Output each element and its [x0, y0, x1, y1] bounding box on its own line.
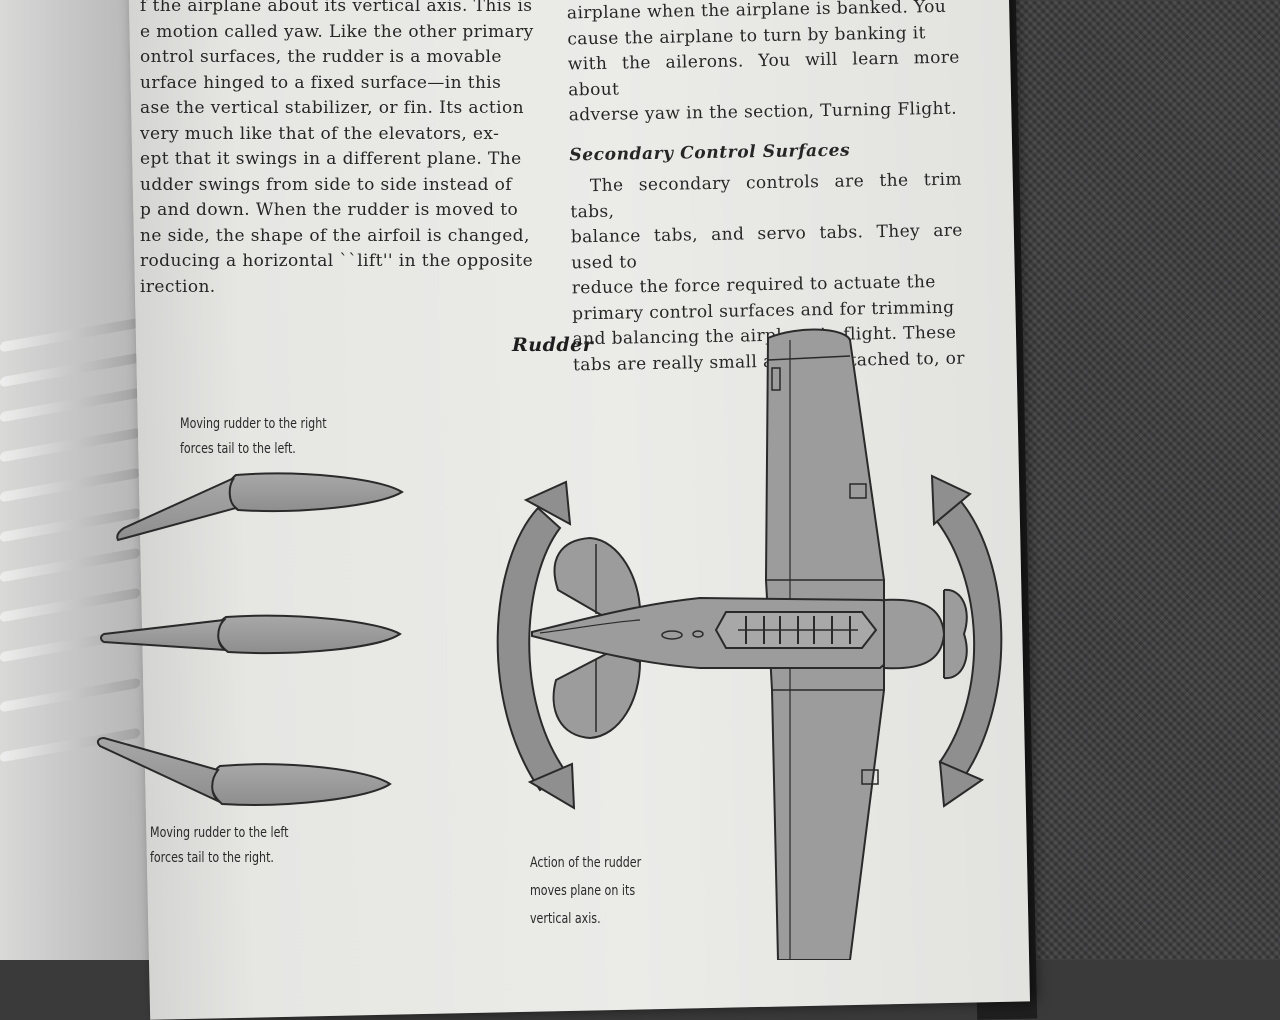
right-curved-arrow: [930, 474, 1003, 808]
text-line: ontrol surfaces, the rudder is a movable: [140, 47, 502, 67]
caption-line: forces tail to the right.: [150, 850, 274, 866]
caption-line: moves plane on its: [530, 883, 636, 899]
airplane-top-view: [531, 328, 968, 960]
text-line: ne side, the shape of the airfoil is cha…: [140, 225, 530, 246]
text-line: very much like that of the elevators, ex…: [140, 123, 500, 144]
caption-line: Moving rudder to the left: [150, 825, 289, 841]
text-line: p and down. When the rudder is moved to: [140, 200, 519, 220]
caption-action: Action of the rudder moves plane on its …: [530, 849, 700, 933]
text-line: e motion called yaw. Like the other prim…: [140, 21, 534, 42]
left-curved-arrow: [496, 480, 576, 810]
text-line: udder swings from side to side instead o…: [140, 174, 512, 195]
text-line: f the airplane about its vertical axis. …: [140, 0, 533, 16]
left-text-column: f the airplane about its vertical axis. …: [140, 0, 535, 300]
text-line: urface hinged to a fixed surface—in this: [140, 72, 502, 93]
caption-line: vertical axis.: [530, 911, 601, 927]
caption-line: Moving rudder to the right: [180, 416, 327, 432]
text-line: ase the vertical stabilizer, or fin. Its…: [140, 98, 524, 118]
caption-rudder-right: Moving rudder to the right forces tail t…: [180, 412, 384, 462]
airfoil-rudder-left: [96, 736, 392, 806]
text-line: irection.: [140, 276, 216, 297]
text-line: roducing a horizontal ``lift'' in the op…: [140, 251, 534, 271]
text-line: ept that it swings in a different plane.…: [140, 149, 522, 169]
rudder-illustration: [96, 328, 1003, 960]
airfoil-neutral: [100, 614, 402, 654]
caption-line: forces tail to the left.: [180, 441, 296, 457]
airfoil-rudder-right: [116, 472, 404, 542]
figure-title: Rudder: [512, 334, 594, 356]
caption-line: Action of the rudder: [530, 855, 642, 871]
stacked-page-edges: [0, 0, 150, 960]
caption-rudder-left: Moving rudder to the left forces tail to…: [150, 821, 354, 871]
